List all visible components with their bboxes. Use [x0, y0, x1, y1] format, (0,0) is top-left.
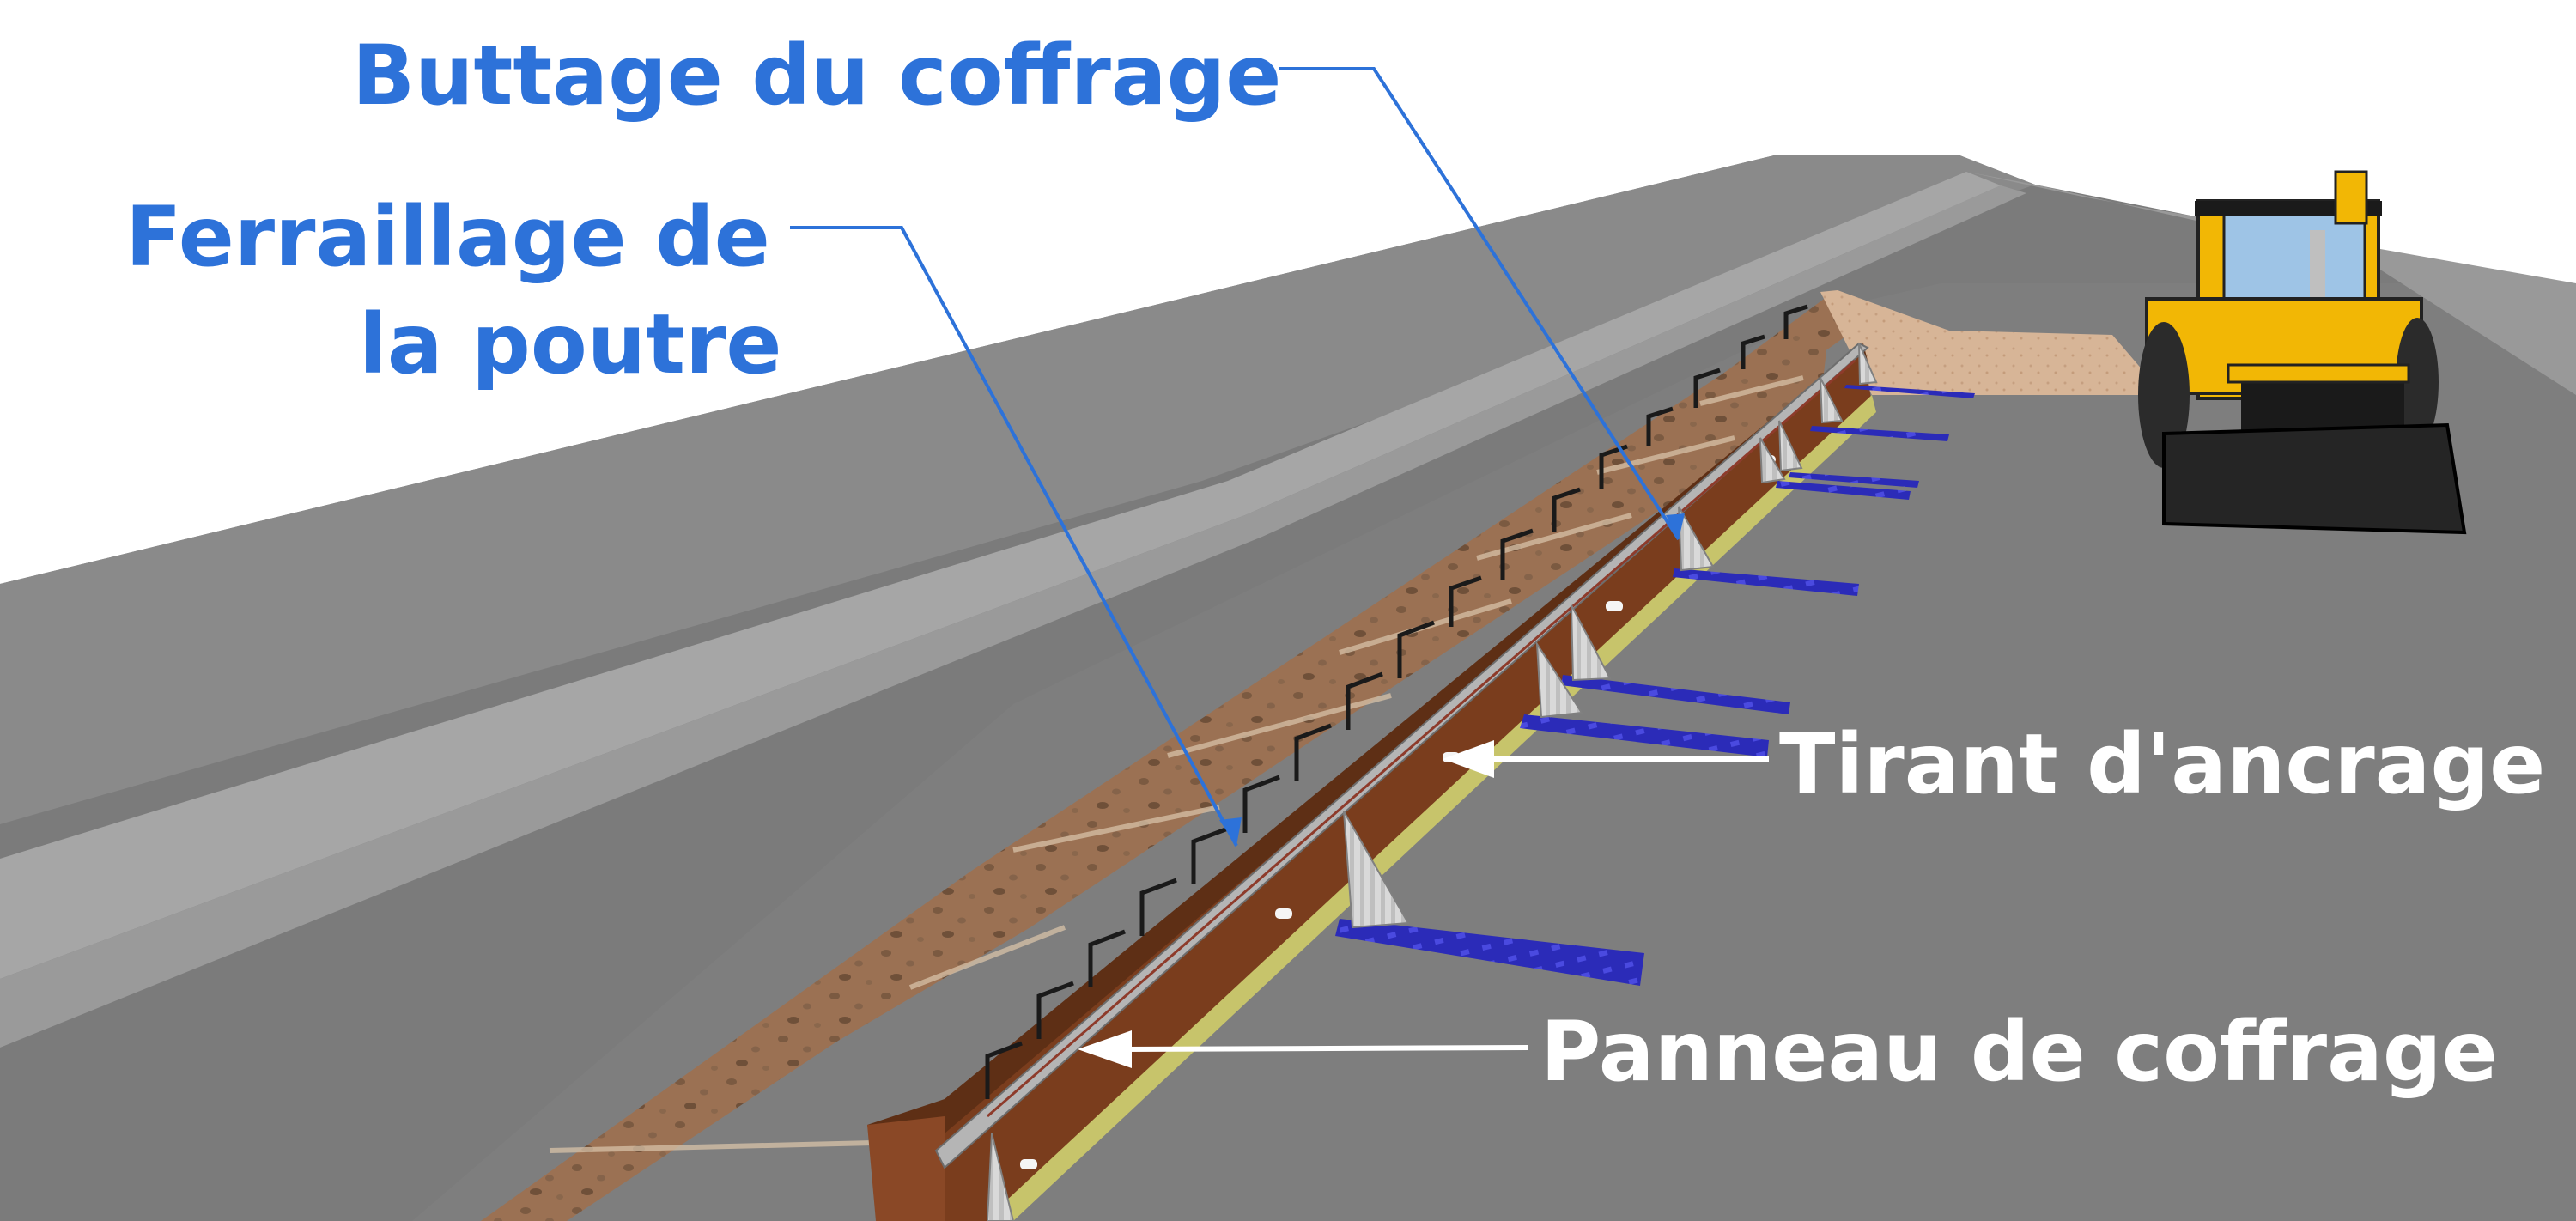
- label-tirant-d-ancrage: Tirant d'ancrage: [1779, 716, 2546, 812]
- label-panneau-de-coffrage: Panneau de coffrage: [1540, 1004, 2498, 1100]
- leader-ferraillage: [790, 226, 1238, 847]
- loader-vehicle-icon: [2138, 170, 2467, 535]
- label-buttage-du-coffrage: Buttage du coffrage: [352, 27, 1282, 124]
- sand-pile: [1820, 290, 2164, 395]
- label-ferraillage-line2: la poutre: [359, 296, 782, 392]
- leader-buttage: [1279, 67, 1680, 541]
- leader-lines: [790, 67, 1769, 1068]
- bracing-props: [986, 343, 1878, 1221]
- rebar-cage: [985, 304, 1856, 1118]
- soil-trench-wall: [481, 290, 1872, 1221]
- formwork-panel: [867, 343, 1876, 1221]
- label-ferraillage-line1: Ferraillage de: [125, 189, 770, 285]
- leader-panneau: [1124, 1045, 1529, 1052]
- anchor-rods: [1335, 385, 1975, 986]
